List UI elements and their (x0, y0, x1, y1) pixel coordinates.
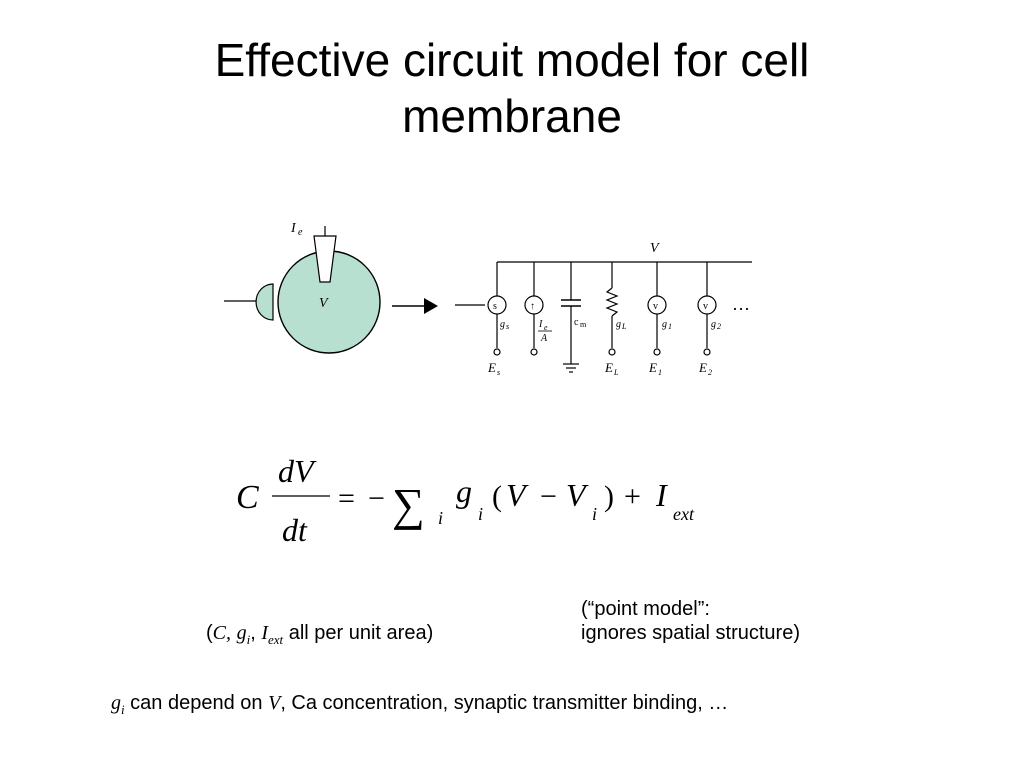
eq-close-paren: ) (604, 480, 614, 513)
branch-current-source: ↑ I e A (524, 262, 552, 356)
g1-sub: 1 (668, 322, 672, 331)
cm-sub: m (580, 320, 587, 329)
E2-label: E (698, 360, 707, 375)
eq-C: C (236, 479, 259, 516)
Es-sub: s (497, 368, 500, 377)
arrow-head (424, 298, 438, 314)
g2-label: g (711, 319, 716, 330)
eq-minus-2: − (540, 480, 557, 513)
branch-capacitor: c m (561, 262, 587, 373)
cell-voltage-label: V (319, 296, 329, 311)
branch-voltage-dependent-1: v g 1 E 1 (647, 262, 672, 377)
electrode-pipette (313, 235, 337, 283)
title-line-2: membrane (402, 90, 622, 142)
cm-label: c (574, 317, 579, 328)
branch-leak: g L E L (604, 262, 627, 377)
E1-label: E (648, 360, 657, 375)
eq-sum-index: i (438, 508, 443, 528)
bus-voltage-label: V (650, 241, 660, 256)
Ie-label: I (538, 319, 543, 330)
gL-label: g (616, 319, 621, 330)
gL-sub: L (621, 322, 627, 331)
synaptic-source-symbol (487, 295, 507, 315)
E1-sub: 1 (658, 368, 662, 377)
eq-dt: dt (282, 512, 308, 548)
units-note: (C, gi, Iext all per unit area) (206, 622, 434, 647)
eq-dV: dV (278, 453, 317, 489)
conductance-dependence-note: gi can depend on V, Ca concentration, sy… (111, 692, 729, 717)
cell-diagram: V I e (224, 221, 438, 354)
v-glyph-1: v (653, 301, 658, 312)
cell-bump (255, 283, 274, 321)
Ie-sub: e (544, 323, 548, 332)
eq-Vi-sub: i (592, 504, 597, 524)
E2-sub: 2 (708, 368, 712, 377)
eq-I: I (655, 477, 668, 513)
branch-voltage-dependent-2: v g 2 E 2 (697, 262, 721, 377)
membrane-equation: C dV dt = − ∑ i g i ( V − V i ) + I ext (236, 453, 695, 548)
branch-synaptic: s g s E s (487, 262, 509, 377)
g2-sub: 2 (717, 322, 721, 331)
eq-minus: − (368, 482, 385, 515)
EL-sub: L (613, 368, 619, 377)
eq-V: V (506, 477, 529, 513)
eq-sigma: ∑ (392, 479, 425, 530)
title-line-1: Effective circuit model for cell (214, 34, 810, 86)
g1-label: g (662, 319, 667, 330)
area-label: A (540, 333, 548, 344)
v-glyph-2: v (703, 301, 708, 312)
electrode-current-sub: e (298, 227, 303, 238)
point-model-line-2: ignores spatial structure) (581, 622, 800, 644)
EL-label: E (604, 360, 613, 375)
current-arrow-glyph: ↑ (530, 301, 535, 312)
slide-title: Effective circuit model for cell membran… (0, 32, 1024, 144)
eq-plus: + (624, 480, 641, 513)
more-branches-ellipsis: … (732, 294, 750, 314)
gs-label: g (500, 319, 505, 330)
eq-g-sub: i (478, 504, 483, 524)
eq-g: g (456, 473, 472, 509)
Es-label: E (487, 360, 496, 375)
eq-open-paren: ( (492, 480, 502, 513)
resistor-symbol (605, 287, 619, 317)
point-model-line-1: (“point model”: (581, 598, 710, 620)
eq-Vi: V (566, 477, 589, 513)
synaptic-symbol-label: s (493, 301, 497, 312)
electrode-current-label: I (290, 221, 297, 236)
eq-equals: = (338, 482, 355, 515)
gs-sub: s (506, 322, 509, 331)
circuit-diagram: V … s g s E s ↑ I e A (455, 241, 752, 377)
point-model-note: (“point model”: ignores spatial structur… (581, 597, 800, 645)
eq-I-sub: ext (673, 504, 695, 524)
